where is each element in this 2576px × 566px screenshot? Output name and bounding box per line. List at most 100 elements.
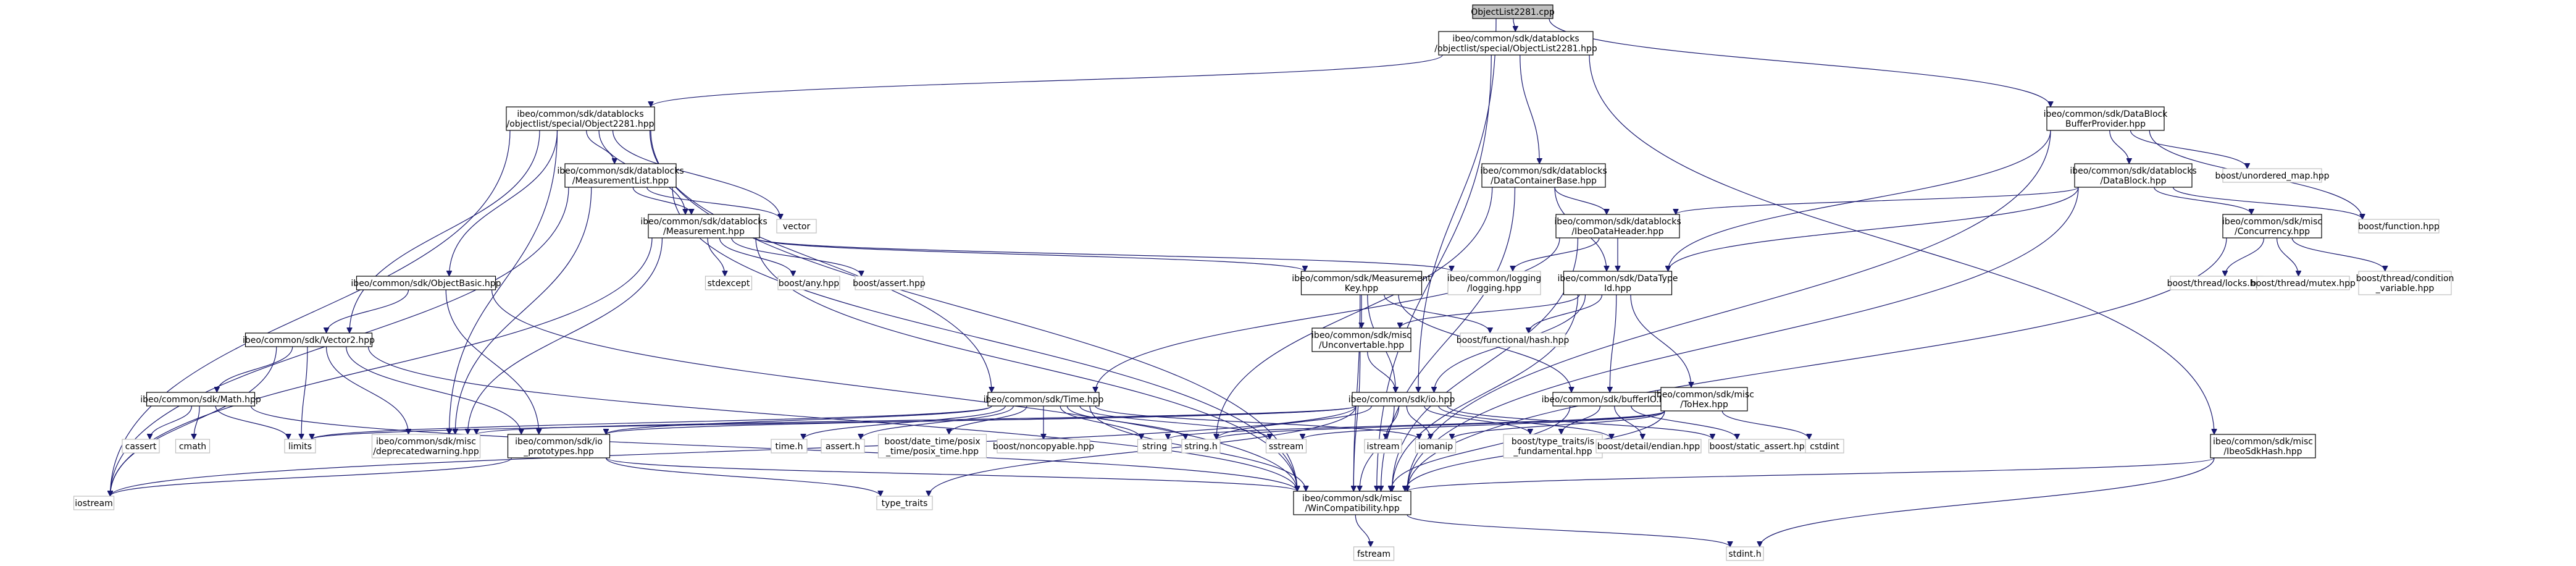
edge-n13-n23	[327, 289, 409, 334]
file-node-ibeo-common-sdk-bufferio-hpp[interactable]: ibeo/common/sdk/bufferIO.hpp	[1542, 392, 1676, 407]
node-box	[1660, 387, 1748, 412]
node-box	[1595, 439, 1702, 454]
file-node-ibeo-common-sdk-time-hpp[interactable]: ibeo/common/sdk/Time.hpp	[984, 392, 1104, 407]
file-node-cassert: cassert	[122, 439, 160, 454]
file-node-boost-type-traits-is-fundamental-hpp: boost/type_traits/is_fundamental.hpp	[1503, 434, 1603, 458]
file-node-ibeo-common-sdk-datablocks-ibeodataheader-hpp[interactable]: ibeo/common/sdk/datablocks/IbeoDataHeade…	[1554, 214, 1681, 239]
edge-n28-n46	[1438, 405, 1612, 440]
edge-n19-n30	[1630, 294, 1691, 387]
file-node-stdexcept: stdexcept	[705, 276, 753, 290]
edge-n49-n52	[1407, 457, 2215, 492]
node-box	[1293, 491, 1411, 515]
file-node-ibeo-common-sdk-datablocks-measurementlist-hpp[interactable]: ibeo/common/sdk/datablocks/MeasurementLi…	[557, 163, 684, 188]
node-box	[1447, 271, 1541, 295]
node-box	[2046, 106, 2165, 131]
node-box	[1265, 439, 1307, 454]
file-node-ibeo-common-sdk-misc-concurrency-hpp[interactable]: ibeo/common/sdk/misc/Concurrency.hpp	[2222, 214, 2322, 239]
node-label: boost/thread/condition	[2356, 274, 2454, 284]
node-label: fstream	[1357, 549, 1390, 559]
node-label: sstream	[1269, 442, 1303, 452]
node-box	[2358, 219, 2440, 234]
node-box	[648, 214, 760, 239]
file-node-ibeo-common-sdk-misc-wincompatibility-hpp[interactable]: ibeo/common/sdk/misc/WinCompatibility.hp…	[1293, 491, 1411, 515]
edge-n17-n25	[1384, 294, 1491, 334]
edge-n07-n41	[1216, 187, 1493, 439]
node-box	[1438, 31, 1594, 56]
node-label: ObjectList2281.cpp	[1471, 7, 1555, 17]
node-label: cmath	[179, 442, 206, 452]
node-label: vector	[783, 222, 811, 232]
node-box	[356, 276, 496, 290]
file-node-ibeo-common-sdk-vector2-hpp[interactable]: ibeo/common/sdk/Vector2.hpp	[243, 332, 375, 347]
file-node-ibeo-common-logging-logging-hpp: ibeo/common/logging/logging.hpp	[1447, 271, 1541, 295]
file-node-ibeo-common-sdk-misc-tohex-hpp[interactable]: ibeo/common/sdk/misc/ToHex.hpp	[1654, 387, 1754, 412]
node-box	[1503, 434, 1603, 458]
node-label: ibeo/common/sdk/Time.hpp	[984, 395, 1104, 405]
file-node-ibeo-common-sdk-io-prototypes-hpp[interactable]: ibeo/common/sdk/io_prototypes.hpp	[507, 434, 611, 458]
node-label: ibeo/common/sdk/misc	[2222, 217, 2322, 227]
node-box	[1353, 546, 1395, 561]
edge-n03-n09	[2130, 130, 2248, 169]
node-box	[705, 276, 753, 290]
edge-n29-n46	[1614, 405, 1643, 440]
node-label: boost/functional/hash.hpp	[1457, 336, 1570, 345]
node-box	[771, 439, 808, 454]
node-box	[175, 439, 211, 454]
file-node-ibeo-common-sdk-datablocks-datablock-hpp[interactable]: ibeo/common/sdk/datablocks/DataBlock.hpp	[2070, 163, 2197, 188]
edge-n04-n06	[632, 187, 692, 215]
file-node-stdint-h: stdint.h	[1726, 546, 1764, 561]
node-box	[2222, 168, 2322, 183]
edge-n28-n34	[477, 405, 1357, 435]
node-label: boost/function.hpp	[2358, 222, 2440, 232]
node-label: ibeo/common/sdk/misc	[2213, 437, 2313, 447]
file-node-cmath: cmath	[175, 439, 211, 454]
edge-n49-n54	[1760, 457, 2215, 547]
file-node-objectlist2281-cpp[interactable]: ObjectList2281.cpp	[1471, 4, 1555, 19]
file-node-limits: limits	[284, 439, 316, 454]
edge-n28-n41	[1216, 405, 1372, 440]
edge-n27-n37	[861, 405, 1014, 440]
file-node-ibeo-common-sdk-objectbasic-hpp[interactable]: ibeo/common/sdk/ObjectBasic.hpp	[351, 276, 501, 290]
file-node-ibeo-common-sdk-datablockbufferprovider-hpp[interactable]: ibeo/common/sdk/DataBlockBufferProvider.…	[2044, 106, 2168, 131]
edge-n27-n36	[803, 405, 1006, 440]
edge-n27-n41	[1066, 405, 1186, 440]
file-node-ibeo-common-sdk-misc-unconvertable-hpp[interactable]: ibeo/common/sdk/misc/Unconvertable.hpp	[1311, 327, 1411, 352]
node-box	[122, 439, 160, 454]
node-label: boost/thread/mutex.hpp	[2251, 279, 2356, 289]
node-label: Id.hpp	[1604, 284, 1631, 294]
file-node-ibeo-common-sdk-misc-ibeosdkhash-hpp[interactable]: ibeo/common/sdk/misc/IbeoSdkHash.hpp	[2210, 434, 2316, 458]
node-label: boost/unordered_map.hpp	[2215, 171, 2330, 181]
edge-n35-n52	[605, 457, 1298, 492]
node-box	[1415, 439, 1457, 454]
node-box	[73, 496, 115, 510]
file-node-ibeo-common-sdk-io-hpp[interactable]: ibeo/common/sdk/io.hpp	[1349, 392, 1455, 407]
node-box	[997, 439, 1090, 454]
node-label: ibeo/common/sdk/datablocks	[1554, 217, 1681, 227]
edge-n02-n52	[650, 130, 1297, 491]
node-label: boost/date_time/posix	[884, 437, 980, 447]
node-box	[877, 434, 987, 458]
file-node-ibeo-common-sdk-datablocks-objectlist-special-objectlist2281-hpp[interactable]: ibeo/common/sdk/datablocks/objectlist/sp…	[1434, 31, 1597, 56]
file-node-ibeo-common-sdk-datablocks-objectlist-special-object2281-hpp[interactable]: ibeo/common/sdk/datablocks/objectlist/sp…	[506, 106, 655, 131]
file-node-ibeo-common-sdk-datablocks-measurement-hpp[interactable]: ibeo/common/sdk/datablocks/Measurement.h…	[640, 214, 767, 239]
edge-n24-n28	[1367, 351, 1396, 392]
file-node-ibeo-common-sdk-math-hpp[interactable]: ibeo/common/sdk/Math.hpp	[140, 392, 261, 407]
edge-n00-n01	[1513, 18, 1516, 32]
node-label: ibeo/common/sdk/misc	[1654, 390, 1754, 400]
edge-n04-n34	[455, 187, 592, 434]
edge-n30-n48	[1721, 410, 1809, 440]
edge-n07-n11	[1554, 187, 1607, 215]
node-label: boost/any.hpp	[779, 279, 839, 289]
edge-n26-n33	[215, 405, 288, 440]
file-node-time-h: time.h	[771, 439, 808, 454]
file-node-ibeo-common-sdk-datablocks-datacontainerbase-hpp[interactable]: ibeo/common/sdk/datablocks/DataContainer…	[1480, 163, 1607, 188]
file-node-boost-any-hpp: boost/any.hpp	[777, 276, 840, 290]
file-node-string-h: string.h	[1181, 439, 1221, 454]
node-box	[777, 276, 840, 290]
node-label: /WinCompatibility.hpp	[1305, 504, 1399, 513]
node-label: iomanip	[1418, 442, 1453, 452]
edge-n52-n54	[1407, 514, 1730, 547]
file-node-vector: vector	[776, 219, 817, 234]
